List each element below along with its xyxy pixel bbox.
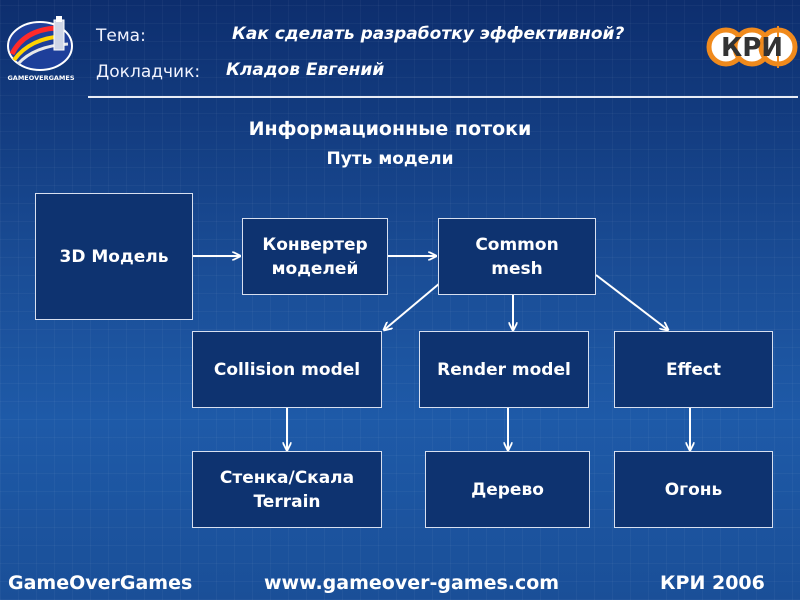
right-logo-text: КРИ (721, 33, 783, 63)
speaker-value: Кладов Евгений (226, 60, 385, 80)
diagram-subtitle: Путь модели (326, 149, 454, 169)
footer-event: КРИ 2006 (660, 572, 765, 594)
topic-value: Как сделать разработку эффективной? (232, 24, 625, 44)
left-logo-text: GAMEOVERGAMES (7, 74, 74, 82)
header-divider (88, 96, 798, 98)
gameovergames-logo: GAMEOVERGAMES (7, 16, 75, 82)
footer-company: GameOverGames (8, 572, 193, 594)
node-fire: Огонь (614, 451, 773, 528)
node-tree: Дерево (425, 451, 590, 528)
arrow-mesh-to-effect (595, 274, 668, 330)
node-collision-model: Collision model (192, 331, 382, 408)
arrow-mesh-to-collision (384, 282, 441, 330)
node-model-converter: Конвертер моделей (242, 218, 388, 295)
footer-website: www.gameover-games.com (264, 572, 560, 594)
diagram-title: Информационные потоки (248, 118, 532, 140)
node-effect: Effect (614, 331, 773, 408)
node-common-mesh: Common mesh (438, 218, 596, 295)
speaker-label: Докладчик: (96, 62, 201, 82)
node-render-model: Render model (419, 331, 589, 408)
topic-label: Тема: (96, 26, 146, 46)
kri-logo: КРИ (706, 26, 798, 68)
node-wall-terrain: Стенка/Скала Terrain (192, 451, 382, 528)
node-3d-model: 3D Модель (35, 193, 193, 320)
